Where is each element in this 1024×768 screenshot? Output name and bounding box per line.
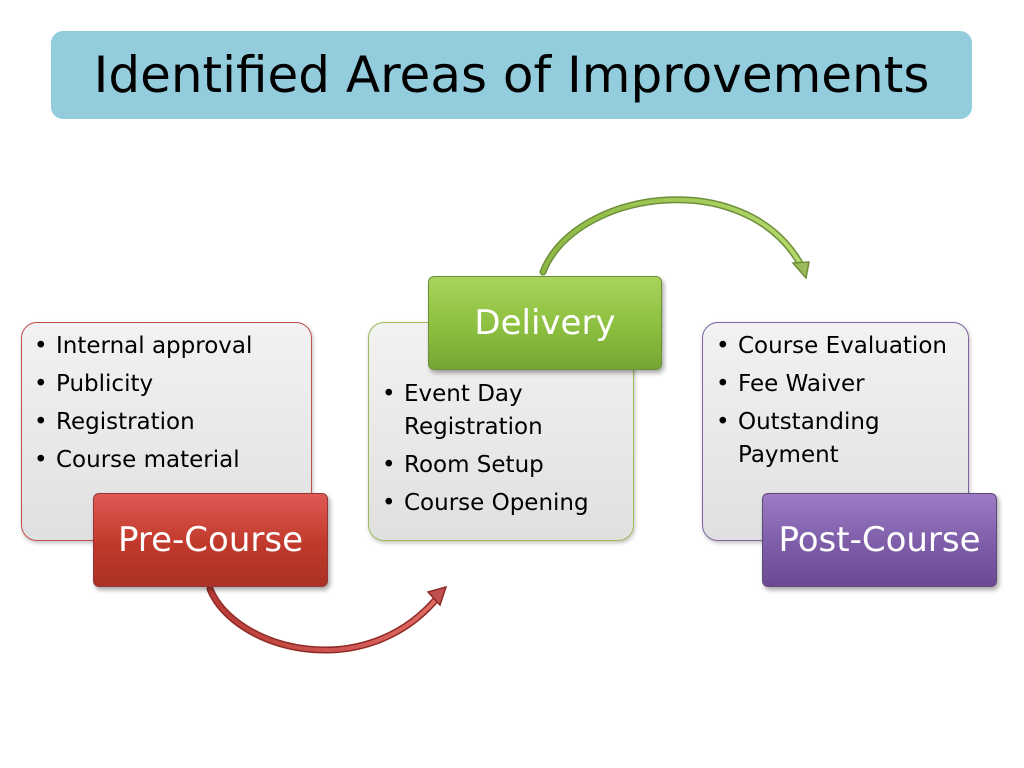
post-course-list: •Course Evaluation •Fee Waiver •Outstand… bbox=[714, 330, 966, 477]
list-item: •Event Day Registration bbox=[380, 378, 630, 444]
bullet-icon: • bbox=[34, 447, 48, 473]
bullet-icon: • bbox=[382, 452, 396, 478]
post-course-label: Post-Course bbox=[762, 493, 997, 587]
bullet-icon: • bbox=[34, 371, 48, 397]
bullet-icon: • bbox=[34, 409, 48, 435]
bullet-icon: • bbox=[716, 333, 730, 359]
pre-course-label: Pre-Course bbox=[93, 493, 328, 587]
pre-course-list: •Internal approval •Publicity •Registrat… bbox=[32, 330, 307, 482]
list-item: •Outstanding Payment bbox=[714, 406, 966, 472]
list-item: •Internal approval bbox=[32, 330, 307, 363]
delivery-label: Delivery bbox=[428, 276, 662, 370]
list-item: •Publicity bbox=[32, 368, 307, 401]
list-item: •Course Evaluation bbox=[714, 330, 966, 363]
bullet-icon: • bbox=[716, 371, 730, 397]
bullet-icon: • bbox=[382, 490, 396, 516]
bullet-icon: • bbox=[716, 409, 730, 435]
title-banner: Identified Areas of Improvements bbox=[51, 31, 972, 119]
page-title: Identified Areas of Improvements bbox=[93, 46, 930, 104]
list-item: •Fee Waiver bbox=[714, 368, 966, 401]
arrow-pre-to-delivery bbox=[206, 585, 448, 654]
bullet-icon: • bbox=[382, 381, 396, 407]
list-item: •Course Opening bbox=[380, 487, 630, 520]
list-item: •Registration bbox=[32, 406, 307, 439]
list-item: •Course material bbox=[32, 444, 307, 477]
list-item: •Room Setup bbox=[380, 449, 630, 482]
bullet-icon: • bbox=[34, 333, 48, 359]
delivery-list: •Event Day Registration •Room Setup •Cou… bbox=[380, 378, 630, 525]
arrow-delivery-to-post bbox=[539, 196, 810, 280]
